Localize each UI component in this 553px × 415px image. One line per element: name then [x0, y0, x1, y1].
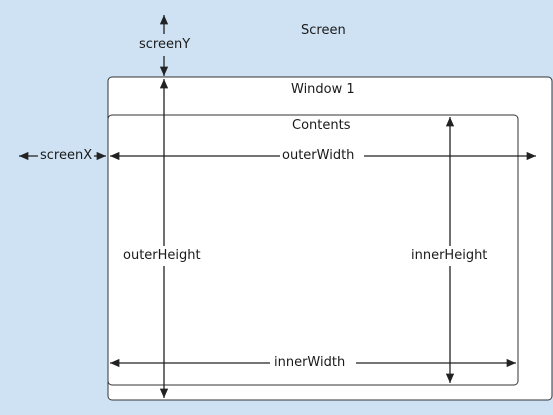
- outerHeight-label: outerHeight: [121, 248, 203, 264]
- contents-label: Contents: [290, 118, 353, 134]
- screenX-label: screenX: [38, 148, 95, 164]
- screenY-label: screenY: [137, 37, 193, 53]
- innerWidth-label: innerWidth: [272, 355, 348, 371]
- contents-frame: [107, 114, 519, 386]
- window-label: Window 1: [289, 82, 357, 98]
- innerHeight-label: innerHeight: [409, 248, 490, 264]
- outerWidth-label: outerWidth: [280, 148, 357, 164]
- screen-label: Screen: [299, 23, 348, 39]
